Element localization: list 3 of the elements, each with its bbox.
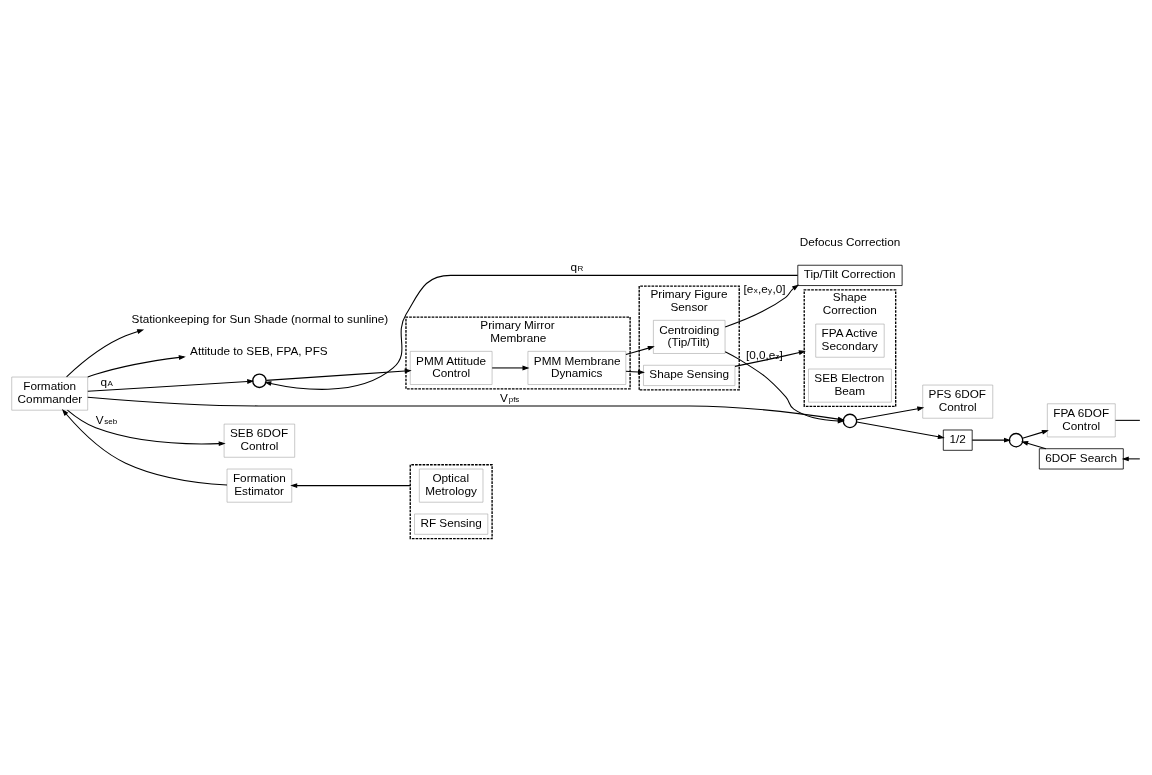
node-text: Stationkeeping for Sun Shade (normal to sunline) xyxy=(131,311,389,325)
label: Defocus Correction xyxy=(799,234,901,248)
node-text: Attitude to SEB, FPA, PFS xyxy=(190,343,328,357)
